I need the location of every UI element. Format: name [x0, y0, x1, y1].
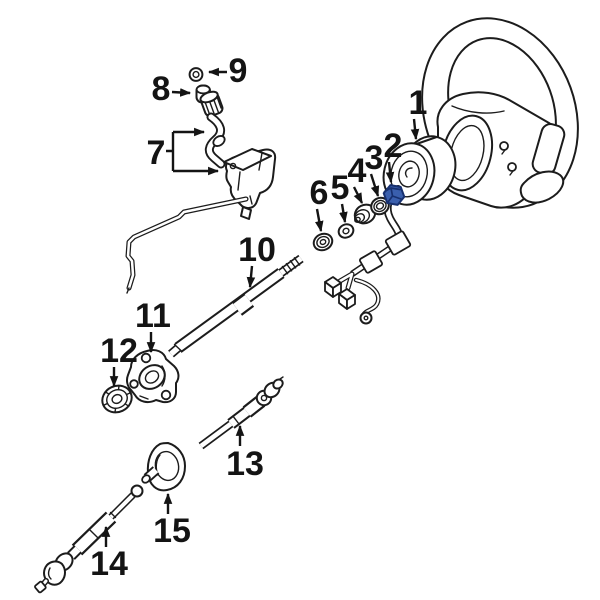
callout-7-number: 7: [147, 134, 166, 172]
ring-part-5: [337, 223, 355, 239]
harness-connector: [338, 288, 356, 310]
callout-12-number: 12: [100, 332, 138, 370]
intermediate-shaft-part-13: [198, 376, 284, 450]
washer-part-3: [370, 196, 390, 216]
harness-eyelet: [359, 311, 373, 325]
ignition-actuator-assembly-part-7: [125, 90, 277, 294]
callout-5-number: 5: [331, 169, 350, 207]
callout-4-arrow: [352, 186, 364, 204]
hub-screw-hole: [507, 162, 517, 172]
harness-clamp: [384, 230, 412, 256]
callout-5-arrow: [339, 203, 348, 224]
callout-11: 11: [135, 297, 171, 354]
callout-15: 15: [153, 492, 191, 550]
ring-part-6: [312, 232, 334, 252]
callout-8-number: 8: [152, 70, 171, 108]
shaft-ball-tip: [130, 484, 144, 498]
callout-7-bracket: [166, 132, 175, 171]
boot-seal-part-15: [141, 442, 186, 492]
callout-9: 9: [207, 52, 248, 90]
hub-screw-hole: [499, 141, 509, 151]
callout-15-number: 15: [153, 512, 191, 550]
callout-4-number: 4: [348, 152, 367, 190]
harness-clamp: [359, 250, 383, 274]
bearing-housing-part-11: [126, 349, 180, 404]
callout-2: 2: [384, 127, 403, 184]
upper-steering-shaft-part-10: [168, 254, 304, 358]
harness-connector: [324, 276, 342, 298]
callout-3-number: 3: [365, 139, 384, 177]
ring-part-9: [188, 67, 204, 82]
callout-1-number: 1: [409, 84, 428, 122]
callout-6: 6: [310, 174, 329, 233]
callout-4: 4: [348, 152, 367, 204]
callout-5: 5: [331, 169, 350, 224]
wiring-harness: [324, 230, 412, 325]
callout-6-arrow: [314, 208, 324, 233]
callout-6-number: 6: [310, 174, 329, 212]
callout-11-number: 11: [135, 297, 171, 335]
callout-8: 8: [152, 70, 192, 108]
callout-9-number: 9: [229, 52, 248, 90]
callout-10-arrow: [246, 265, 256, 289]
lower-steering-shaft-part-14: [34, 484, 144, 594]
lever-bushing: [212, 135, 226, 147]
callout-10-number: 10: [238, 231, 276, 269]
callout-13: 13: [226, 424, 264, 483]
callout-7: 7: [147, 127, 220, 176]
callout-13-number: 13: [226, 445, 264, 483]
callout-2-number: 2: [384, 127, 403, 165]
callout-10: 10: [238, 231, 276, 289]
callout-8-arrow: [171, 88, 192, 97]
callout-1-arrow: [410, 118, 420, 141]
callout-12: 12: [100, 332, 138, 388]
callout-3: 3: [365, 139, 384, 198]
bearing-part-12: [101, 384, 133, 414]
spring-part-4: [353, 203, 377, 225]
highlighted-nut-part-2[interactable]: [382, 184, 406, 206]
callout-2-arrow: [385, 161, 395, 184]
callout-1: 1: [409, 84, 428, 141]
u-joint-yoke: [43, 560, 66, 586]
callout-3-arrow: [369, 173, 380, 198]
callout-14: 14: [90, 525, 128, 583]
callout-14-number: 14: [90, 545, 128, 583]
